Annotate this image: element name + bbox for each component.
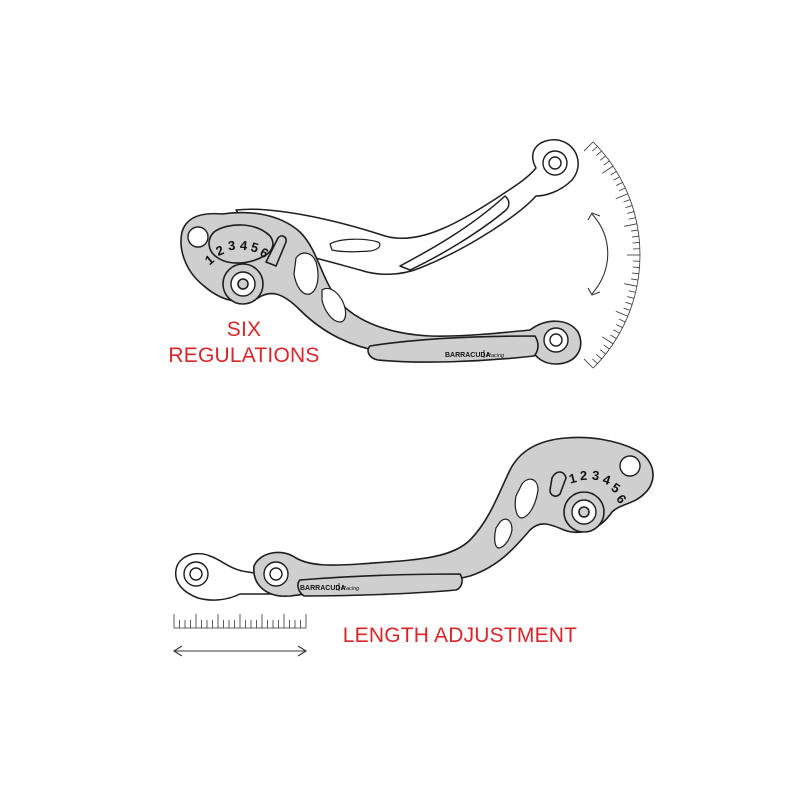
angle-scale-tick xyxy=(631,272,639,275)
top-brand-sub: Racing xyxy=(487,353,505,359)
top-lever-ghost xyxy=(235,139,579,275)
top-ghost-slot xyxy=(329,238,381,253)
top-adjuster-pin xyxy=(265,235,287,267)
angle-scale-tick xyxy=(603,160,610,166)
top-adjuster-cam xyxy=(208,224,274,264)
bottom-brand-name: BARRACUDA xyxy=(300,585,346,592)
top-ghost-blade xyxy=(399,195,510,271)
top-lever-slot-2 xyxy=(321,287,347,323)
angle-scale-tick xyxy=(613,176,620,181)
angle-scale-tick xyxy=(610,334,617,339)
angle-scale-arc xyxy=(592,141,641,369)
bottom-brand-sub: Racing xyxy=(342,586,360,592)
six-regulations-label-line1: SIX xyxy=(227,318,261,341)
angle-scale-tick xyxy=(631,278,639,281)
angle-scale-tick xyxy=(599,349,606,355)
top-brand-name: BARRACUDA xyxy=(445,352,491,359)
bottom-ghost-inner xyxy=(189,567,203,581)
bottom-dial-number-3: 3 xyxy=(591,468,600,484)
angle-scale xyxy=(583,141,641,369)
top-dial-number-4: 4 xyxy=(239,238,249,254)
top-dial-number-5: 5 xyxy=(249,239,260,255)
angle-scale-tick xyxy=(613,329,620,334)
bottom-dial-number-2: 2 xyxy=(579,468,587,483)
six-regulations-label-line2: REGULATIONS xyxy=(168,344,319,367)
length-arrow-head-right xyxy=(297,645,308,657)
angle-scale-tick xyxy=(599,155,606,161)
top-dial-number-3: 3 xyxy=(227,238,236,254)
length-scale xyxy=(173,614,307,629)
angle-scale-tick xyxy=(618,187,626,192)
top-ghost-pivot-inner xyxy=(548,156,562,170)
angle-scale-tick xyxy=(592,146,598,152)
angle-scale-tick xyxy=(618,318,626,323)
angle-scale-tick xyxy=(596,150,602,156)
angle-scale-tick xyxy=(628,217,636,220)
bottom-adjuster-knob-center xyxy=(578,506,590,518)
angle-scale-tick xyxy=(583,358,594,369)
angle-scale-tick xyxy=(616,324,623,328)
length-arrow-head-left xyxy=(172,645,183,657)
angle-scale-tick xyxy=(610,171,617,176)
bottom-lever-rear-hole xyxy=(619,455,641,477)
angle-arrow-head-bottom xyxy=(587,287,601,296)
top-adjuster-knob-center xyxy=(237,278,249,290)
bottom-lever-end-inner xyxy=(269,567,283,581)
angle-scale-tick xyxy=(631,229,639,232)
angle-scale-tick xyxy=(627,296,635,299)
angle-scale-tick xyxy=(623,307,631,311)
angle-scale-tick xyxy=(596,354,602,360)
angle-scale-tick xyxy=(627,211,635,214)
angle-scale-tick xyxy=(623,199,631,203)
top-lever-rear-hole xyxy=(187,226,209,248)
angle-scale-tick xyxy=(602,336,614,345)
bottom-lever-slot-1 xyxy=(514,478,539,519)
bottom-adjuster-pin xyxy=(549,471,567,497)
angle-adjust-arrow xyxy=(591,213,609,295)
bottom-lever-group: 1 2 3 4 5 6 BARRACUDA Racing xyxy=(174,436,654,601)
angle-scale-tick xyxy=(625,205,633,209)
angle-scale-tick xyxy=(616,182,623,186)
angle-scale-tick xyxy=(602,165,614,174)
angle-scale-tick xyxy=(628,290,636,293)
angle-scale-tick xyxy=(615,310,628,317)
angle-scale-tick xyxy=(632,242,640,244)
angle-scale-tick xyxy=(624,223,638,227)
angle-scale-tick xyxy=(615,193,628,200)
angle-scale-tick xyxy=(592,358,598,364)
top-lever-end-inner xyxy=(549,333,563,347)
angle-scale-tick xyxy=(603,344,610,350)
angle-arrow-head-top xyxy=(587,212,601,221)
angle-scale-tick xyxy=(632,266,640,268)
bottom-dial-number-1: 1 xyxy=(567,470,578,486)
length-adjustment-label: LENGTH ADJUSTMENT xyxy=(343,624,577,647)
angle-scale-tick xyxy=(583,141,594,152)
bottom-lever-slot-2 xyxy=(494,518,513,549)
angle-scale-tick xyxy=(624,283,638,287)
top-lever-blade xyxy=(367,335,539,363)
top-lever-group: 1 2 3 4 5 6 BARRACUDA Racing xyxy=(180,139,582,365)
angle-scale-tick xyxy=(625,301,633,305)
angle-scale-tick xyxy=(631,235,639,238)
top-lever-slot-1 xyxy=(293,252,319,295)
